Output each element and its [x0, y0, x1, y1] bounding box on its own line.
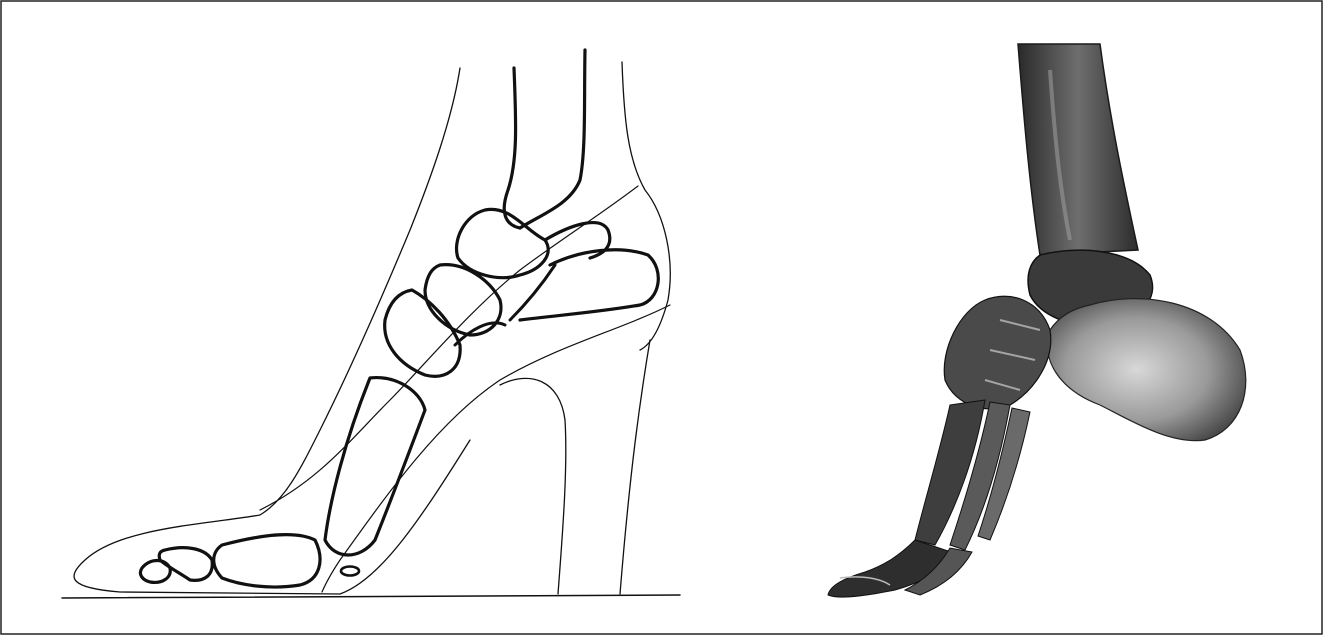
figure	[0, 0, 1323, 635]
figure-canvas	[0, 0, 1323, 635]
